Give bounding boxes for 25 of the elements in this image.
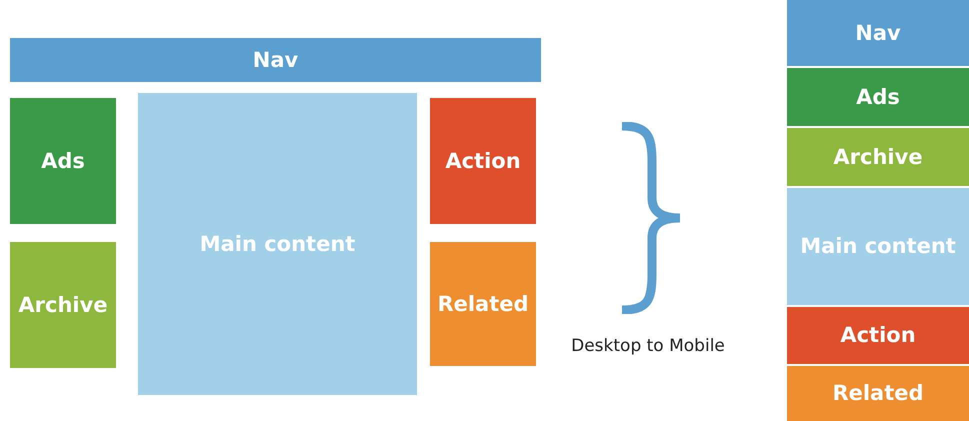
block-label: Archive bbox=[18, 292, 108, 319]
layout-block bbox=[787, 188, 969, 305]
caption-text: Desktop to Mobile bbox=[570, 336, 726, 356]
layout-block bbox=[138, 93, 417, 395]
block-label: Action bbox=[445, 148, 521, 175]
layout-block bbox=[430, 98, 536, 224]
block-label: Main content bbox=[200, 230, 356, 258]
layout-block bbox=[430, 242, 536, 366]
block-label: Main content bbox=[800, 233, 956, 260]
block-label: Action bbox=[840, 322, 916, 350]
layout-block bbox=[10, 38, 541, 82]
layout-block bbox=[787, 366, 969, 421]
layout-block bbox=[10, 242, 116, 368]
block-label: Archive bbox=[833, 144, 923, 171]
block-label: Related bbox=[437, 290, 529, 318]
block-label: Related bbox=[832, 380, 924, 408]
block-label: Ads bbox=[856, 84, 900, 111]
block-label: Nav bbox=[855, 20, 901, 47]
layout-block bbox=[787, 307, 969, 364]
layout-block bbox=[10, 98, 116, 224]
block-label: Ads bbox=[41, 148, 85, 175]
block-label: Nav bbox=[252, 46, 298, 74]
layout-block bbox=[787, 0, 969, 66]
layout-block bbox=[787, 68, 969, 126]
layout-block bbox=[787, 128, 969, 186]
